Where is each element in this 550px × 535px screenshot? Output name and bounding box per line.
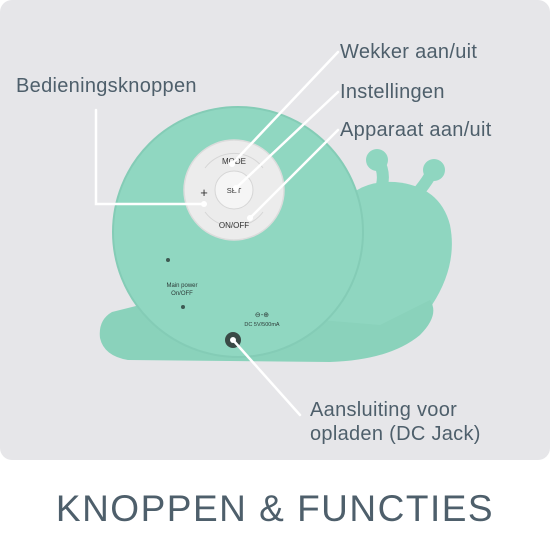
dc-polarity-symbol-icon: ⊖-⊕ — [255, 311, 269, 319]
callout-aansluiting-line1: Aansluiting voor — [310, 399, 458, 421]
callout-bedieningsknoppen: Bedieningsknoppen — [16, 75, 197, 97]
main-power-label-1: Main power — [166, 283, 197, 289]
callout-line-instellingen — [234, 90, 340, 190]
onoff-button-label: ON/OFF — [219, 221, 249, 230]
callout-line-wekker — [230, 50, 340, 166]
callout-apparaat-aan-uit: Apparaat aan/uit — [340, 119, 492, 141]
set-button-label: SET — [227, 186, 242, 195]
callout-line-bedieningsknoppen — [94, 108, 206, 206]
callout-aansluiting-line2: opladen (DC Jack) — [310, 423, 481, 445]
dc-spec-label: DC 5V/500mA — [244, 322, 279, 328]
callout-instellingen: Instellingen — [340, 81, 445, 103]
callout-wekker-aan-uit: Wekker aan/uit — [340, 41, 478, 63]
plus-button-label: + — [200, 185, 208, 200]
main-power-label-2: On/OFF — [171, 291, 193, 297]
callout-line-aansluiting — [231, 338, 302, 417]
snail-night-light-illustration: MODE SET ON/OFF + Main power On/OFF ⊖-⊕ … — [94, 50, 452, 417]
callout-lines — [94, 50, 340, 417]
callout-line-apparaat — [248, 128, 340, 220]
sensor-hole — [166, 258, 170, 262]
page-title: KNOPPEN & FUNCTIES — [55, 488, 495, 529]
callout-dots — [201, 161, 253, 343]
main-power-switch-hole — [181, 305, 185, 309]
